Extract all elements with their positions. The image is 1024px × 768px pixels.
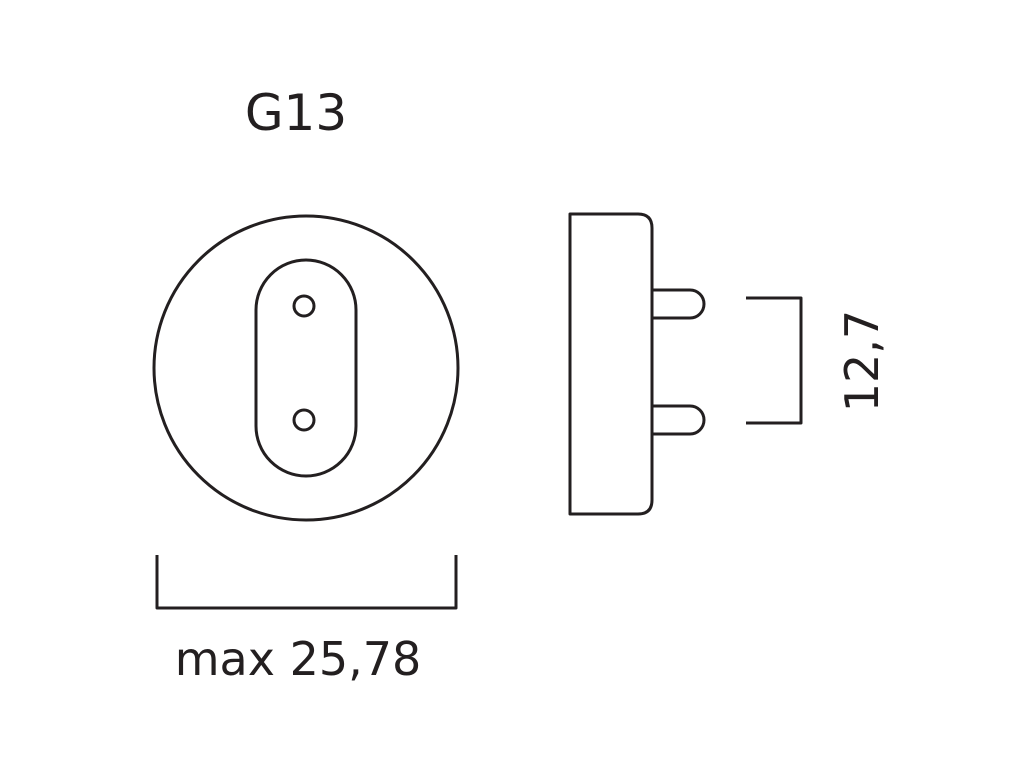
diagram-title: G13 [245,84,347,142]
oval-insulator [254,258,358,478]
pin-side-bottom [652,404,706,436]
width-dimension-bracket [155,555,458,610]
front-view [152,214,460,522]
pin-hole-top [292,294,316,318]
width-dimension-label: max 25,78 [175,632,422,686]
base-side-body [568,212,654,516]
pin-hole-bottom [292,408,316,432]
pin-spacing-label: 12,7 [835,310,889,412]
side-view [568,212,706,516]
pin-side-top [652,288,706,320]
pin-spacing-bracket [746,296,803,425]
base-outline-circle [152,214,460,522]
